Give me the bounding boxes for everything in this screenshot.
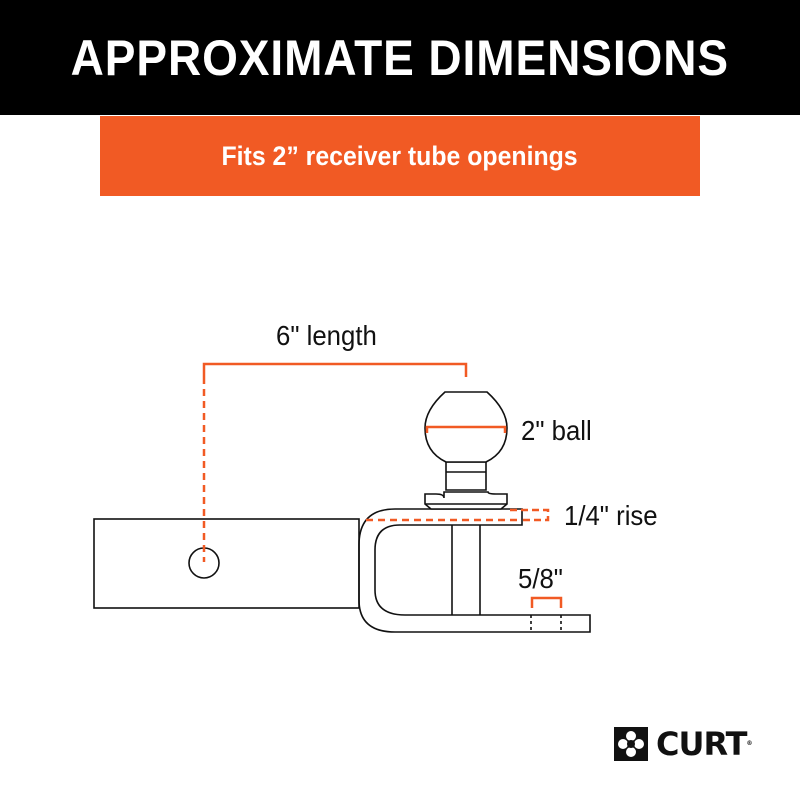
- curt-wordmark: CURT®: [656, 725, 753, 763]
- fitment-text: Fits 2” receiver tube openings: [221, 140, 579, 171]
- rise-bracket: [510, 508, 550, 522]
- length-label: 6" length: [276, 320, 377, 351]
- ball-label: 2" ball: [521, 415, 592, 446]
- shank: [93, 518, 360, 609]
- ball-diameter: [425, 425, 507, 433]
- header-banner: APPROXIMATE DIMENSIONS: [0, 0, 800, 115]
- page-title: APPROXIMATE DIMENSIONS: [70, 29, 730, 86]
- hole-bracket: [530, 596, 563, 608]
- hitch-ball: [424, 391, 508, 510]
- u-bracket: [358, 508, 591, 633]
- curt-logo-icon: [614, 727, 648, 761]
- curt-logo: CURT®: [614, 725, 753, 763]
- pin-hole: [188, 547, 220, 579]
- rise-label: 1/4" rise: [564, 500, 658, 531]
- length-bracket: [202, 362, 468, 377]
- dimension-lines: [202, 362, 563, 608]
- hole-label: 5/8": [518, 563, 563, 594]
- fitment-banner: Fits 2” receiver tube openings: [100, 116, 700, 196]
